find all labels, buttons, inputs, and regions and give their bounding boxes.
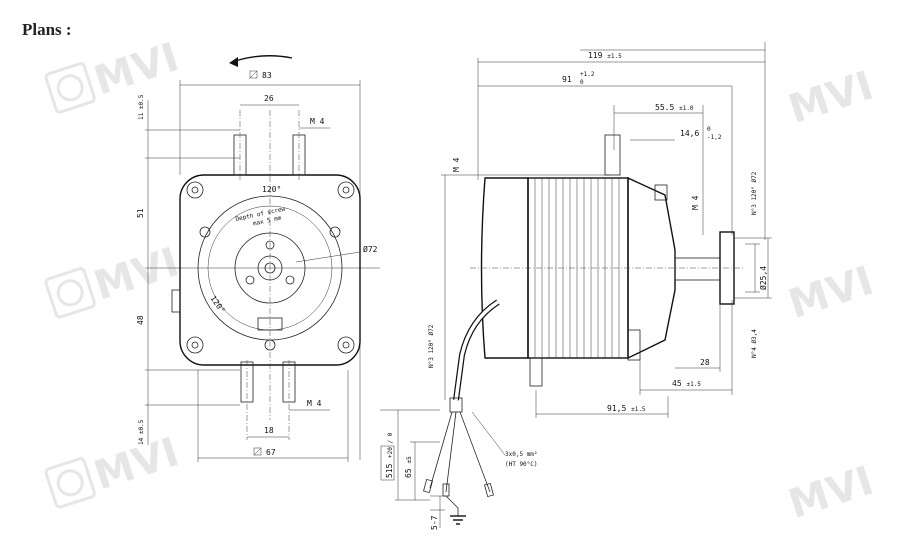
svg-text:11 ±0.5: 11 ±0.5: [138, 94, 145, 120]
dim-angle-top: 120°: [262, 185, 281, 194]
dim-bolt-circle-left: N°3 120° Ø72: [428, 324, 435, 368]
dim-lower-height: 48: [136, 315, 145, 325]
side-view: 119 ±1.5 91 +1.2 0 55.5 ±1.0 14,6 0 -1,2…: [380, 42, 772, 530]
dim-thread-top: M 4: [310, 117, 325, 126]
watermark-brand: MVI: [89, 239, 185, 309]
dim-thread-bottom: M 4: [307, 399, 322, 408]
arrow-head-icon: [229, 57, 238, 67]
dim-length-to-flange-tol-upper: +1.2: [580, 71, 595, 78]
dim-length-to-flange-tol-lower: 0: [580, 79, 584, 86]
dim-bottom-tab: 14: [138, 437, 145, 445]
dim-shoulder: 14,6: [680, 129, 699, 138]
dim-square-bottom: 67: [266, 448, 276, 457]
watermark-brand: MVI: [89, 429, 185, 499]
dim-height-top: 11: [138, 112, 145, 120]
dim-flange-offset-tol: ±1.5: [686, 381, 701, 388]
dim-bolt-spacing-top: 26: [264, 94, 274, 103]
watermark-left-1: MVI: [44, 34, 185, 114]
dim-angle-left: 120°: [208, 294, 226, 315]
svg-text:119 ±1.5: 119 ±1.5: [588, 51, 622, 60]
side-end-cap: [480, 177, 529, 359]
dim-shaft-length: 55.5: [655, 103, 674, 112]
dim-shaft-end: 28: [700, 358, 710, 367]
dim-length-to-flange: 91: [562, 75, 572, 84]
watermark-brand: MVI: [89, 34, 185, 104]
front-view: 83 26 M 4 11 ±0.5 51 48 14 ±0.5: [136, 55, 380, 462]
cable-spec-line2: (HT 90°C): [505, 461, 538, 468]
cable-spec-line1: 3x0,5 mm²: [505, 451, 538, 458]
dim-bolt-spacing-bottom: 18: [264, 426, 274, 435]
dim-flange-offset: 45: [672, 379, 682, 388]
svg-text:55.5 ±1.0: 55.5 ±1.0: [655, 103, 694, 112]
svg-text:14 ±0.5: 14 ±0.5: [138, 419, 145, 445]
dim-body-length-tol: ±1.5: [631, 406, 646, 413]
dim-mount-holes: N°4 Ø3,4: [751, 329, 758, 358]
watermark-right-2: MVI: [783, 258, 879, 328]
dim-earth-strip: 5-7: [430, 515, 439, 530]
motor-shaft: [674, 257, 721, 281]
watermark-brand: MVI: [783, 63, 879, 133]
dim-shaft-length-tol: ±1.0: [679, 105, 694, 112]
dim-shoulder-tol-lower: -1,2: [707, 134, 722, 141]
svg-text:91,5 ±1.5: 91,5 ±1.5: [607, 404, 646, 413]
dim-bottom-tab-tol: ±0.5: [138, 419, 145, 434]
dim-cable-length: 515: [385, 463, 394, 478]
dim-thread-left: M 4: [452, 157, 461, 172]
watermark-right-3: MVI: [783, 458, 879, 528]
dim-upper-height: 51: [136, 208, 145, 218]
svg-text:45 ±1.5: 45 ±1.5: [672, 379, 701, 388]
watermark-left-2: MVI: [44, 239, 185, 319]
dim-square-top: 83: [262, 71, 272, 80]
svg-text:65 ±5: 65 ±5: [404, 456, 413, 478]
dim-overall-length-tol: ±1.5: [607, 53, 622, 60]
dim-height-top-tol: ±0.5: [138, 94, 145, 109]
dim-thread-shaft: M 4: [691, 195, 700, 210]
watermark-left-3: MVI: [44, 429, 185, 509]
watermark-brand: MVI: [783, 258, 879, 328]
dim-bolt-circle-right: N°3 120° Ø72: [751, 171, 758, 215]
dim-body-length: 91,5: [607, 404, 626, 413]
dim-cable-length-tol: +20 / 0: [387, 432, 394, 458]
dim-strip-length: 65: [404, 468, 413, 478]
dim-overall-length: 119: [588, 51, 603, 60]
dim-hub-circle: Ø72: [363, 244, 378, 254]
watermark-right-1: MVI: [783, 63, 879, 133]
rotation-arrow-icon: [231, 55, 293, 63]
dim-shaft-dia: Ø25,4: [758, 266, 768, 290]
dim-strip-length-tol: ±5: [406, 456, 413, 464]
watermark-brand: MVI: [783, 458, 879, 528]
dim-shoulder-tol-upper: 0: [707, 126, 711, 133]
page-title: Plans :: [22, 20, 72, 39]
